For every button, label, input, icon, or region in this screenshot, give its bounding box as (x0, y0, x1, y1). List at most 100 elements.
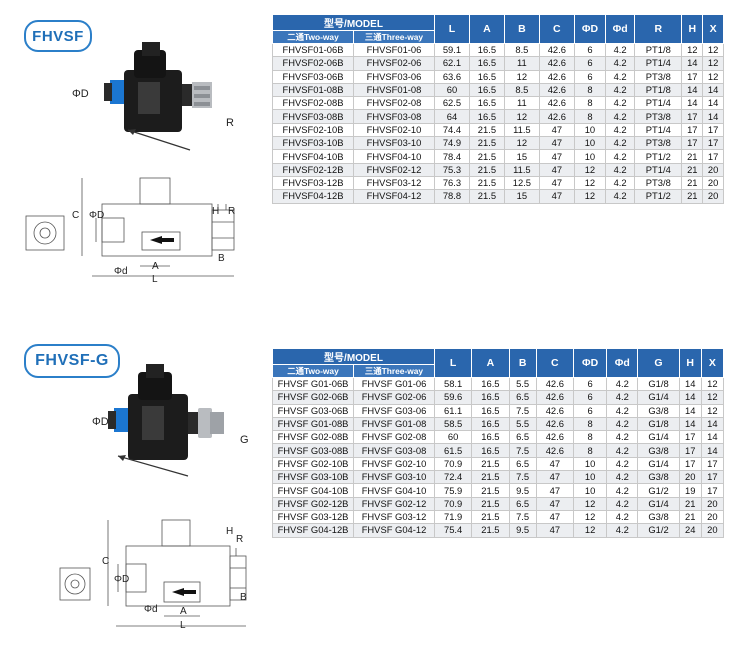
dim-a-label: A (180, 606, 187, 617)
spec-cell: 47 (538, 122, 575, 138)
spec-cell: PT3/8 (634, 69, 683, 84)
spec-cell: 78.8 (434, 189, 470, 204)
spec-cell: 4.2 (605, 56, 636, 71)
three-way-model-cell: FHVSF G02-08 (353, 430, 435, 445)
spec-cell: 12 (681, 42, 704, 58)
spec-cell: PT3/8 (634, 109, 683, 124)
two-way-model-cell: FHVSF G03-08B (272, 443, 354, 458)
spec-cell: 4.2 (605, 149, 636, 164)
spec-cell: 5.5 (508, 416, 537, 432)
spec-cell: 21.5 (468, 136, 505, 151)
three-way-model-cell: FHVSF G04-10 (353, 483, 435, 498)
model-header: 型号/MODEL (272, 348, 435, 365)
spec-cell: 10 (572, 483, 608, 498)
two-way-model-cell: FHVSF02-12B (272, 162, 354, 177)
spec-cell: 75.9 (433, 483, 473, 498)
spec-cell: 12 (702, 42, 724, 58)
spec-cell: 10 (572, 470, 608, 485)
two-way-model-cell: FHVSF G02-12B (272, 496, 354, 511)
spec-cell: 47 (535, 483, 574, 498)
two-way-model-cell: FHVSF G03-06B (272, 403, 354, 418)
dim-phid-label: ΦD (89, 210, 105, 221)
spec-cell: 12 (503, 109, 540, 124)
spec-cell: 58.5 (433, 416, 473, 432)
spec-cell: 47 (535, 496, 574, 511)
section-fhvsf-g: FHVSF-G ΦD G (0, 330, 750, 656)
two-way-model-cell: FHVSF03-10B (272, 136, 354, 151)
spec-cell: 14 (702, 96, 724, 111)
col-header: A (468, 14, 505, 44)
three-way-model-cell: FHVSF04-12 (353, 189, 435, 204)
spec-cell: 19 (678, 483, 702, 498)
spec-cell: 4.2 (606, 416, 639, 432)
spec-cell: 16.5 (471, 416, 510, 432)
spec-cell: 6.5 (508, 496, 537, 511)
spec-cell: 4.2 (605, 42, 636, 58)
spec-cell: 9.5 (508, 483, 537, 498)
spec-cell: 10 (572, 456, 608, 472)
two-way-model-cell: FHVSF03-08B (272, 109, 354, 124)
two-way-header: 二通Two-way (272, 30, 354, 44)
three-way-model-cell: FHVSF01-06 (353, 42, 435, 58)
col-header: X (700, 348, 725, 378)
spec-cell: PT1/2 (634, 189, 683, 204)
spec-cell: 4.2 (606, 403, 639, 418)
spec-cell: 61.1 (433, 403, 473, 418)
spec-cell: 8 (573, 82, 607, 98)
spec-cell: 16.5 (468, 96, 505, 111)
spec-cell: 12 (503, 136, 540, 151)
spec-cell: 12 (702, 56, 724, 71)
spec-cell: 17 (702, 149, 724, 164)
dim-l-label: L (180, 620, 186, 631)
two-way-model-cell: FHVSF G04-12B (272, 523, 354, 538)
spec-cell: 14 (700, 443, 725, 458)
two-way-model-cell: FHVSF03-06B (272, 69, 354, 84)
spec-cell: 12 (700, 403, 725, 418)
spec-cell: 17 (678, 430, 702, 445)
spec-cell: 15 (503, 189, 540, 204)
dim-l-label: L (152, 274, 158, 285)
three-way-model-cell: FHVSF G01-08 (353, 416, 435, 432)
spec-cell: 4.2 (606, 483, 639, 498)
spec-cell: 4.2 (606, 523, 639, 538)
spec-cell: 47 (535, 470, 574, 485)
spec-cell: 12 (572, 523, 608, 538)
spec-cell: 70.9 (433, 496, 473, 511)
spec-cell: 42.6 (535, 403, 574, 418)
two-way-model-cell: FHVSF G01-08B (272, 416, 354, 432)
spec-cell: 21.5 (468, 122, 505, 138)
spec-cell: 4.2 (605, 136, 636, 151)
thread-label: R (226, 117, 234, 129)
spec-cell: 12.5 (503, 175, 540, 191)
dim-small-d-label: Φd (144, 604, 158, 615)
spec-cell: PT3/8 (634, 175, 683, 191)
spec-cell: 20 (700, 509, 725, 525)
spec-cell: 6.5 (508, 430, 537, 445)
spec-cell: 17 (678, 443, 702, 458)
three-way-model-cell: FHVSF G04-12 (353, 523, 435, 538)
spec-cell: 47 (538, 136, 575, 151)
spec-cell: 12 (573, 175, 607, 191)
series-badge: FHVSF (24, 20, 92, 52)
two-way-model-cell: FHVSF01-06B (272, 42, 354, 58)
spec-cell: 6.5 (508, 456, 537, 472)
spec-cell: 59.1 (434, 42, 470, 58)
two-way-model-cell: FHVSF03-12B (272, 175, 354, 191)
spec-cell: 17 (681, 69, 704, 84)
three-way-model-cell: FHVSF G02-10 (353, 456, 435, 472)
spec-cell: 11.5 (503, 122, 540, 138)
spec-cell: 10 (573, 149, 607, 164)
spec-cell: 60 (434, 82, 470, 98)
spec-cell: 17 (678, 456, 702, 472)
spec-table: 型号/MODEL L A B C ΦD Φd R H X 二通Two-way 三… (272, 14, 724, 204)
technical-drawing (59, 519, 247, 627)
dim-b-label: B (218, 253, 225, 264)
spec-cell: 17 (681, 109, 704, 124)
